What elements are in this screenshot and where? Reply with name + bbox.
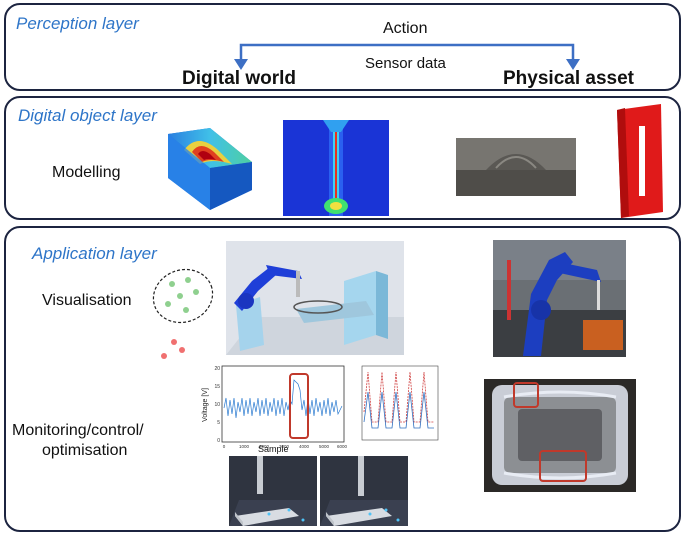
plot-xtick: 4000 xyxy=(299,444,310,449)
fe-cross-section-image xyxy=(283,120,389,216)
plot-ytick: 20 xyxy=(214,366,220,372)
voltage-plot: Voltage [V] 20 15 10 5 0 0 1000 2000 300… xyxy=(198,360,348,456)
physical-asset-label: Physical asset xyxy=(503,68,634,89)
perception-layer-title: Perception layer xyxy=(16,14,139,33)
monitoring-label-line2: optimisation xyxy=(42,442,128,459)
modelling-label: Modelling xyxy=(52,164,121,181)
pulse-plot xyxy=(354,362,444,452)
welded-part-photo xyxy=(484,379,636,492)
plot-xtick: 6000 xyxy=(337,444,348,449)
plot-xtick: 2000 xyxy=(259,444,270,449)
red-3d-scan-image xyxy=(611,104,665,218)
plot-ytick: 10 xyxy=(214,402,220,408)
monitoring-label-line1: Monitoring/control/ xyxy=(12,422,144,439)
plot-xtick: 1000 xyxy=(239,444,250,449)
visualisation-label: Visualisation xyxy=(42,292,132,309)
plot-xtick: 3000 xyxy=(279,444,290,449)
sensor-data-label: Sensor data xyxy=(365,55,446,72)
fe-thermal-model-image xyxy=(160,124,256,212)
plot-xtick: 5000 xyxy=(319,444,330,449)
plot-xlabel: Sample xyxy=(258,444,289,454)
robot-simulation-render xyxy=(226,241,404,355)
anomaly-highlight-box xyxy=(289,373,309,439)
point-cluster-graphic xyxy=(150,266,216,366)
weld-bead-photo xyxy=(456,138,576,196)
plot-ytick: 15 xyxy=(214,384,220,390)
defect-highlight-box-1 xyxy=(513,382,539,408)
action-label: Action xyxy=(383,20,428,37)
perception-layer-panel: Perception layer Action Sensor data Digi… xyxy=(4,3,681,91)
plot-ytick: 0 xyxy=(217,438,220,444)
plot-ytick: 5 xyxy=(217,420,220,426)
real-robot-photo xyxy=(493,240,626,357)
weld-sim-frame-2 xyxy=(320,456,408,526)
digital-world-label: Digital world xyxy=(182,68,296,89)
digital-object-layer-title: Digital object layer xyxy=(18,106,157,125)
defect-highlight-box-2 xyxy=(539,450,587,482)
application-layer-title: Application layer xyxy=(32,244,157,263)
action-arrow xyxy=(234,43,580,70)
plot-xtick: 0 xyxy=(223,444,226,449)
voltage-signal-trace xyxy=(223,379,343,419)
weld-sim-frame-1 xyxy=(229,456,317,526)
plot-ylabel: Voltage [V] xyxy=(202,388,209,422)
